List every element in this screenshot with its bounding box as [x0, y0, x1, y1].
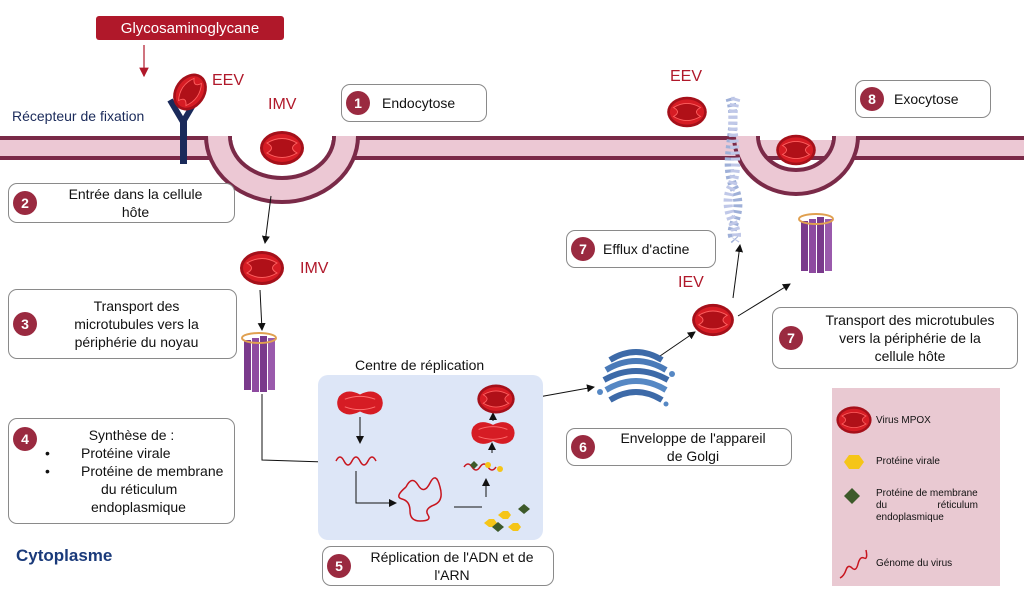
step-4-bullet-2: Protéine de membrane: [45, 462, 234, 480]
microtubule-right: [798, 213, 834, 274]
receptor-label: Récepteur de fixation: [12, 108, 145, 124]
step-4-title: Synthèse de :: [88, 427, 175, 443]
cytoplasm-label: Cytoplasme: [16, 546, 113, 565]
step-2-line1: Entrée dans la cellule: [68, 186, 203, 202]
step-4-bullet-2-line2: du réticulum: [101, 481, 178, 497]
imv-label-middle: IMV: [300, 260, 329, 277]
step-2-line2: hôte: [121, 204, 150, 220]
step-1-number: 1: [346, 91, 370, 115]
imv-label-membrane: IMV: [268, 96, 297, 113]
step-7-microtubule-line3: cellule hôte: [874, 348, 946, 364]
step-7-actin-box: 7 Efflux d'actine: [566, 230, 716, 268]
legend-er-protein-line1: Protéine de membrane: [876, 488, 978, 499]
step-8-box: 8 Exocytose: [855, 80, 991, 118]
step-1-box: 1 Endocytose: [341, 84, 487, 122]
legend-viral-protein-label: Protéine virale: [876, 456, 940, 467]
step-7-actin-number: 7: [571, 237, 595, 261]
step-3-box: 3 Transport des microtubules vers la pér…: [8, 289, 237, 359]
legend-er-protein-icon: [844, 488, 860, 504]
legend-virus-label: Virus MPOX: [876, 415, 931, 426]
step-2-box: 2 Entrée dans la cellule hôte: [8, 183, 235, 223]
microtubule-left: [241, 332, 277, 393]
step-6-box: 6 Enveloppe de l'appareil de Golgi: [566, 428, 792, 466]
legend-er-protein-line3: réticulum: [937, 500, 978, 511]
step-7-microtubule-line2: vers la périphérie de la: [839, 330, 981, 346]
virus-eev-right: [666, 96, 708, 128]
step-6-number: 6: [571, 435, 595, 459]
legend-er-protein-label: Protéine de membrane du réticulum endopl…: [876, 488, 994, 524]
iev-label: IEV: [678, 274, 704, 291]
virus-exocytose: [775, 134, 817, 166]
replication-centre-title: Centre de réplication: [355, 357, 485, 373]
step-5-number: 5: [327, 554, 351, 578]
legend-er-protein-line2: du: [876, 500, 888, 511]
step-7-microtubule-number: 7: [779, 326, 803, 350]
step-3-line3: périphérie du noyau: [74, 334, 199, 350]
step-7-actin-text: Efflux d'actine: [603, 241, 690, 257]
legend-virus-icon: [836, 406, 872, 434]
legend-genome-label: Génome du virus: [876, 558, 953, 569]
step-5-line2: l'ARN: [434, 567, 470, 583]
glycosaminoglycane-label: Glycosaminoglycane: [96, 16, 284, 40]
step-4-bullet-1: Protéine virale: [45, 444, 234, 462]
legend-genome-icon: [839, 549, 868, 579]
legend-er-protein-line4: endoplasmique: [876, 512, 944, 523]
legend-icons: [836, 406, 872, 579]
step-3-line1: Transport des: [93, 298, 180, 314]
virus-iev: [691, 303, 735, 337]
step-4-number: 4: [13, 427, 37, 451]
actin-filament: [723, 96, 743, 244]
eev-label-right: EEV: [670, 68, 703, 85]
golgi-apparatus: [597, 349, 675, 407]
cell-membrane: [0, 135, 1024, 204]
step-8-text: Exocytose: [894, 91, 959, 107]
step-2-number: 2: [13, 191, 37, 215]
step-8-number: 8: [860, 87, 884, 111]
legend-panel: Virus MPOX Protéine virale Protéine de m…: [832, 388, 1000, 586]
step-1-text: Endocytose: [382, 95, 456, 111]
step-5-box: 5 Réplication de l'ADN et de l'ARN: [322, 546, 554, 586]
legend-viral-protein-icon: [844, 455, 864, 469]
step-3-number: 3: [13, 312, 37, 336]
step-5-line1: Réplication de l'ADN et de: [370, 549, 534, 565]
step-7-microtubule-box: 7 Transport des microtubules vers la pér…: [772, 307, 1018, 369]
step-3-line2: microtubules vers la: [74, 316, 199, 332]
step-4-box: 4 Synthèse de : Protéine virale Protéine…: [8, 418, 235, 524]
eev-label-left: EEV: [212, 72, 245, 89]
step-7-microtubule-line1: Transport des microtubules: [825, 312, 995, 328]
step-6-line1: Enveloppe de l'appareil: [620, 430, 766, 446]
replication-graphics: [335, 384, 530, 532]
step-4-bullet-2-line3: endoplasmique: [91, 499, 186, 515]
step-6-line2: de Golgi: [666, 448, 720, 464]
virus-imv-middle: [239, 250, 285, 286]
virus-imv-membrane: [259, 130, 305, 166]
